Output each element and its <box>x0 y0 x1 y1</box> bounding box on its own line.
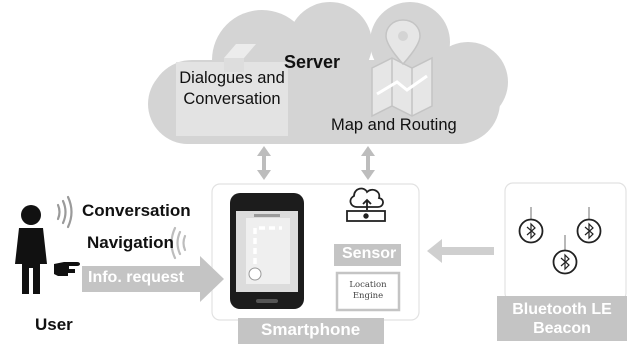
server-title: Server <box>284 52 341 72</box>
map-routing-label: Map and Routing <box>331 116 457 134</box>
location-engine-label: Location Engine <box>349 280 387 301</box>
server-sensor-arrow <box>361 146 375 180</box>
map-pin-icon <box>371 19 433 118</box>
beacon-label: Bluetooth LE Beacon <box>512 301 612 337</box>
beacon-1 <box>518 207 544 244</box>
conversation-label: Conversation <box>82 201 191 220</box>
info-request-label: Info. request <box>88 269 185 286</box>
bluetooth-icon <box>584 222 594 240</box>
navigation-waves-icon <box>170 226 187 260</box>
sound-waves-icon <box>56 195 73 229</box>
beacon-3 <box>552 235 578 275</box>
pointing-hand-icon <box>54 262 80 276</box>
dialogues-label: Dialogues and Conversation <box>179 69 285 108</box>
bluetooth-icon <box>526 222 536 240</box>
info-request-arrow <box>82 256 224 302</box>
bluetooth-icon <box>560 253 570 271</box>
smartphone-icon <box>230 193 304 309</box>
beacon-to-sensor-arrow <box>427 239 494 263</box>
user-label: User <box>35 315 73 334</box>
user-icon <box>15 205 47 294</box>
sensor-label: Sensor <box>342 245 397 262</box>
cloud-sensor-icon <box>346 187 386 222</box>
navigation-label: Navigation <box>87 233 174 252</box>
beacon-2 <box>576 207 602 244</box>
server-phone-arrow <box>257 146 271 180</box>
smartphone-label: Smartphone <box>261 320 361 339</box>
